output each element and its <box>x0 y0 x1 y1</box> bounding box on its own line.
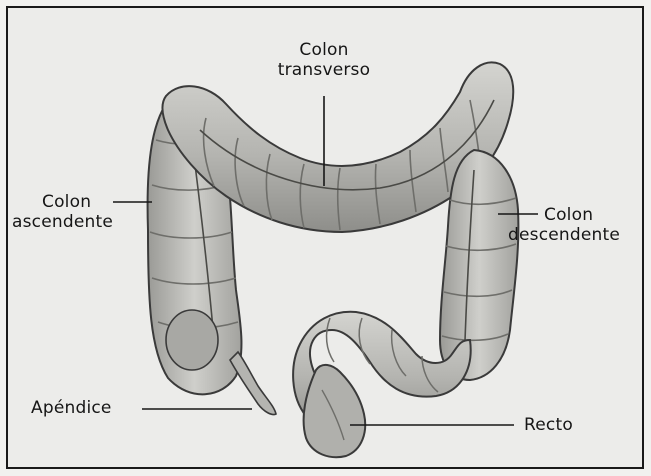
descending-colon <box>440 150 518 380</box>
label-colon-ascendente-line1: Colon <box>12 192 146 212</box>
label-colon-transverso: Colon transverso <box>262 40 386 80</box>
label-colon-ascendente-line2: ascendente <box>12 212 146 232</box>
label-colon-descendente-line2: descendente <box>508 225 650 245</box>
label-colon-descendente: Colon descendente <box>508 205 650 245</box>
label-colon-transverso-line1: Colon <box>262 40 386 60</box>
label-apendice: Apéndice <box>31 398 141 418</box>
rectum <box>304 365 366 457</box>
appendix <box>230 352 276 415</box>
label-colon-ascendente: Colon ascendente <box>12 192 146 232</box>
label-colon-transverso-line2: transverso <box>262 60 386 80</box>
label-recto: Recto <box>524 415 604 435</box>
label-colon-descendente-line1: Colon <box>508 205 650 225</box>
